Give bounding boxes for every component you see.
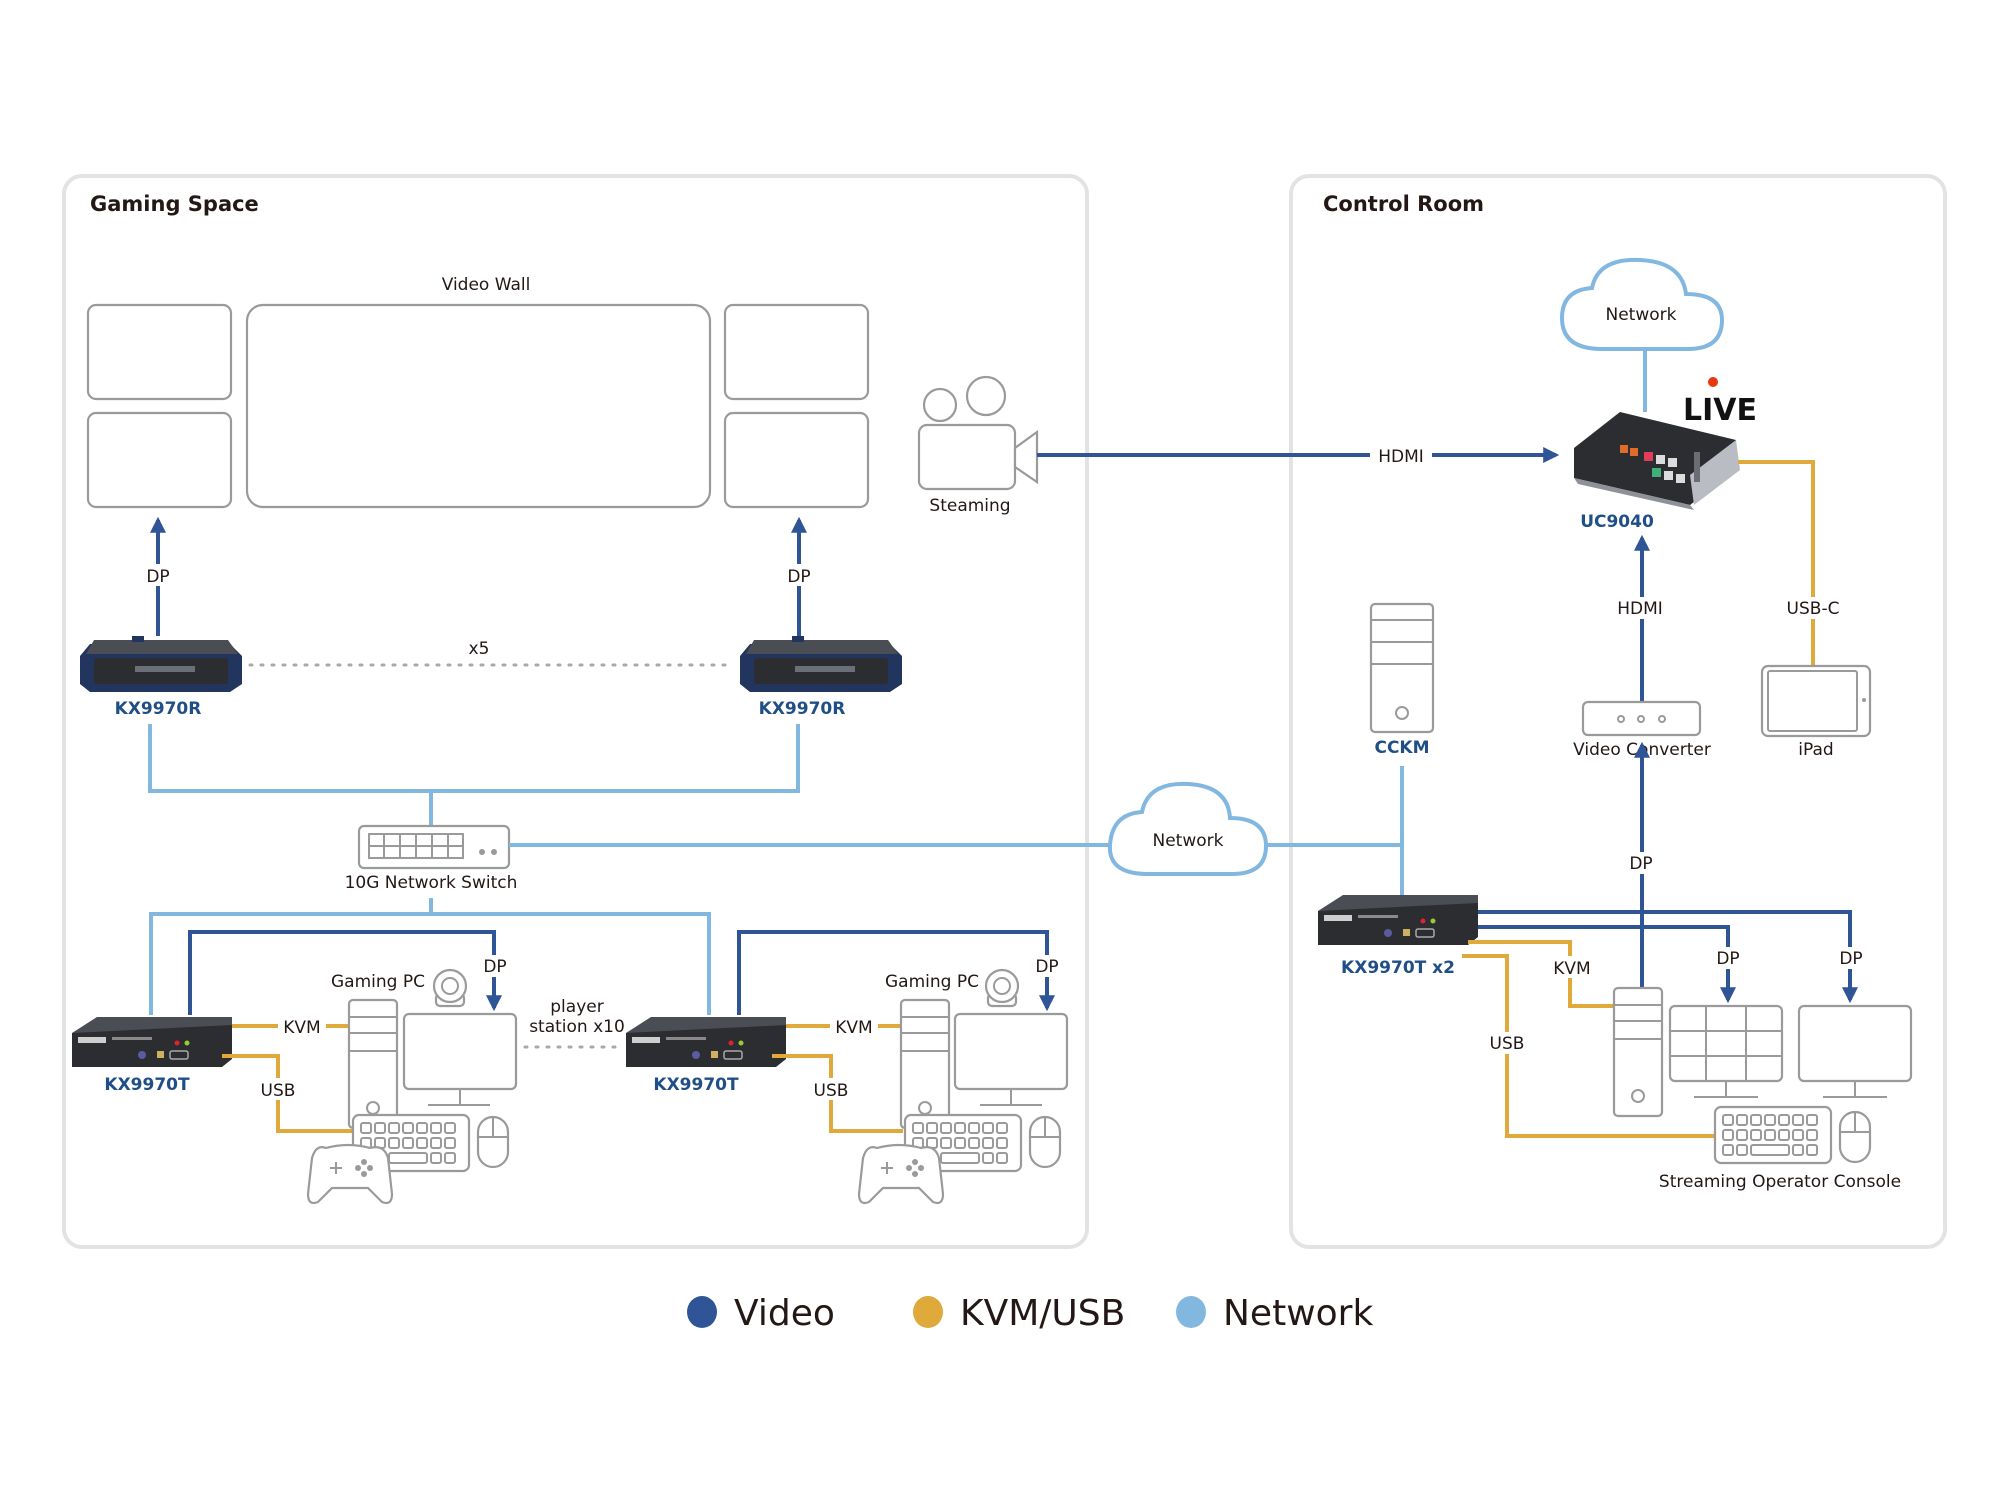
webcam-icon xyxy=(984,968,1020,1008)
mouse-icon xyxy=(1028,1115,1062,1169)
monitor-icon xyxy=(1797,1004,1913,1098)
camera-icon xyxy=(917,375,1039,491)
monitor-icon xyxy=(402,1012,518,1106)
keyboard-icon xyxy=(1713,1105,1833,1165)
network-link xyxy=(148,724,800,793)
control-transmitter-model-label: KX9970T x2 xyxy=(1341,958,1455,978)
transmitter-model-label: KX9970T xyxy=(104,1075,190,1095)
transmitter-device-icon xyxy=(1317,894,1479,946)
dp-link xyxy=(1478,925,1736,1004)
video-wall xyxy=(86,303,870,509)
monitor-icon xyxy=(953,1012,1069,1106)
control-cloud-label: Network xyxy=(1606,305,1677,325)
transmitter-model-label: KX9970T xyxy=(653,1075,739,1095)
receiver-model-label: KX9970R xyxy=(759,699,846,719)
network-link xyxy=(149,912,711,1015)
converter-dp-label: DP xyxy=(1629,854,1652,874)
gaming-pc-label: Gaming PC xyxy=(885,972,979,992)
legend-label-network: Network xyxy=(1223,1293,1373,1334)
converter-hdmi-label: HDMI xyxy=(1617,599,1663,619)
dp-label: DP xyxy=(483,957,506,977)
switch-label: 10G Network Switch xyxy=(345,873,518,893)
video-wall-screen xyxy=(86,303,233,401)
pc-tower-icon xyxy=(1612,986,1664,1118)
live-indicator-dot xyxy=(1708,377,1718,387)
receiver-multiplier: x5 xyxy=(469,639,490,659)
legend-label-kvm-usb: KVM/USB xyxy=(960,1293,1125,1334)
pc-tower-icon xyxy=(347,998,399,1130)
usb-label: USB xyxy=(814,1081,849,1101)
camera-label: Steaming xyxy=(929,496,1010,516)
legend-swatch-kvm-usb xyxy=(913,1296,943,1328)
kvm-label: KVM xyxy=(1553,959,1590,979)
mouse-icon xyxy=(476,1115,510,1169)
video-wall-main-screen xyxy=(245,303,712,509)
gaming-space-title: Gaming Space xyxy=(90,192,259,216)
uc9040-switcher-icon xyxy=(1574,412,1740,510)
dp-link xyxy=(1478,910,1858,1004)
dp-label: DP xyxy=(1035,957,1058,977)
kvm-label: KVM xyxy=(835,1018,872,1038)
video-wall-screen xyxy=(86,411,233,509)
pc-tower-icon xyxy=(899,998,951,1130)
usb-label: USB xyxy=(261,1081,296,1101)
receiver-device-icon xyxy=(80,636,242,692)
middle-cloud-label: Network xyxy=(1153,831,1224,851)
cckm-label: CCKM xyxy=(1374,738,1429,758)
video-wall-screen xyxy=(723,411,870,509)
dp-label: DP xyxy=(1716,949,1739,969)
kvm-label: KVM xyxy=(283,1018,320,1038)
usbc-label: USB-C xyxy=(1787,599,1840,619)
usb-label: USB xyxy=(1490,1034,1525,1054)
receiver-model-label: KX9970R xyxy=(115,699,202,719)
video-wall-screen xyxy=(723,303,870,401)
switcher-model-label: UC9040 xyxy=(1580,512,1654,532)
live-label: LIVE xyxy=(1683,393,1757,428)
hdmi-label: HDMI xyxy=(1378,447,1424,467)
receiver-device-icon xyxy=(740,636,902,692)
ipad-icon xyxy=(1760,664,1872,738)
transmitter-device-icon xyxy=(71,1016,233,1068)
transmitter-device-icon xyxy=(625,1016,787,1068)
station-multiplier-line2: station x10 xyxy=(529,1017,625,1037)
dp-label: DP xyxy=(146,567,169,587)
multiview-monitor-icon xyxy=(1668,1004,1784,1098)
video-wall-label: Video Wall xyxy=(442,275,531,295)
control-room-title: Control Room xyxy=(1323,192,1484,216)
cckm-server-icon xyxy=(1369,602,1435,734)
network-switch-icon xyxy=(357,824,511,870)
dp-label: DP xyxy=(787,567,810,587)
legend-swatch-network xyxy=(1176,1296,1206,1328)
video-converter-icon xyxy=(1581,700,1702,737)
ipad-label: iPad xyxy=(1798,740,1833,760)
network-cloud-icon xyxy=(1107,781,1269,876)
gaming-pc-label: Gaming PC xyxy=(331,972,425,992)
station-multiplier-line1: player xyxy=(550,997,603,1017)
legend-label-video: Video xyxy=(734,1293,835,1334)
mouse-icon xyxy=(1838,1110,1872,1164)
webcam-icon xyxy=(432,968,468,1008)
network-cloud-icon xyxy=(1559,257,1725,351)
console-label: Streaming Operator Console xyxy=(1659,1172,1901,1192)
legend-swatch-video xyxy=(687,1296,717,1328)
legend: Video KVM/USB Network xyxy=(687,1293,1373,1334)
dp-label: DP xyxy=(1839,949,1862,969)
